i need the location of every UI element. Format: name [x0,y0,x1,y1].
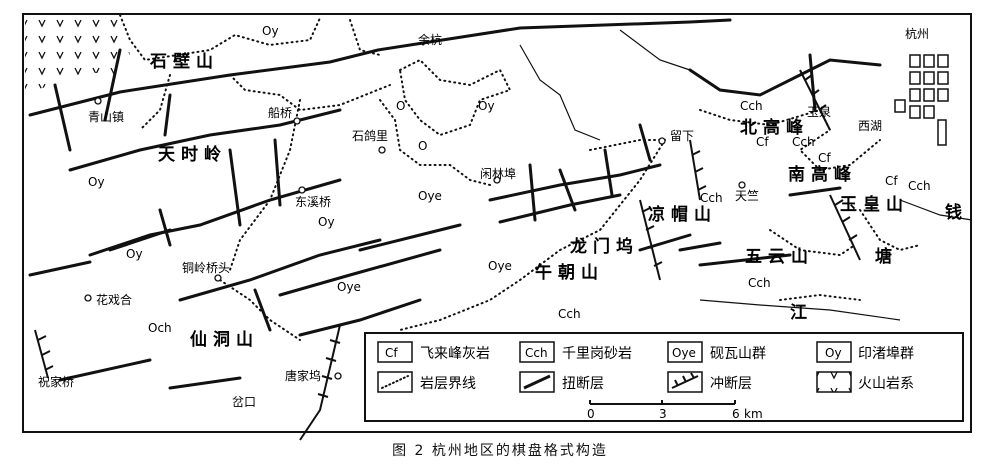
mountain-xiandongshan: 仙洞山 [190,329,259,350]
legend-volcanic-label: 火山岩系 [858,376,914,392]
mountain-longmenwu: 龙门坞 [569,236,639,257]
unit-oy-5: Oy [478,99,495,113]
unit-cch-1: Cch [558,307,581,321]
volcanic-area [25,15,130,92]
unit-cf-1: Cf [756,135,769,149]
place-dongxiqiao: 东溪桥 [295,195,331,209]
unit-oye-1: Oye [418,189,442,203]
scale-tick-6: 6 [732,407,740,421]
river-lines [519,29,973,321]
unit-cch-6: Cch [908,179,931,193]
mountain-nangaofeng: 南高峰 [788,164,857,185]
thrust-faults [34,69,861,441]
scale-tick-3: 3 [659,407,667,421]
place-shigeli: 石鸽里 [352,128,388,143]
map-frame [22,13,972,433]
legend-cch-label: 千里岗砂岩 [562,346,632,362]
scale-unit: km [744,407,763,421]
place-tangjiawu: 唐家坞 [285,368,321,383]
legend-oy-code: Oy [825,346,842,360]
unit-cf-3: Cf [885,174,898,188]
unit-oy-3: Oy [318,215,335,229]
legend-boundary-label: 岩层界线 [420,376,476,392]
mountain-beigaofeng: 北高峰 [740,117,809,138]
place-chakou: 岔口 [232,395,256,409]
mountain-tianshiling: 天时岭 [158,144,227,165]
mountain-yuhuangshan: 玉皇山 [840,194,909,215]
place-tonglingqiaotou: 铜岭桥头 [182,260,230,275]
city-blocks [894,54,949,146]
place-tianzhu: 天竺 [735,188,759,203]
figure-caption: 图 2 杭州地区的棋盘格式构造 [392,443,608,459]
place-chuanqiao: 船桥 [268,106,292,120]
unit-och: Och [148,321,172,335]
wrench-faults [28,18,882,390]
legend-wrench-label: 扭断层 [562,376,604,392]
place-zhujiaqiao: 祝家桥 [38,374,74,389]
legend-thrust-label: 冲断层 [710,376,752,392]
strata-boundaries [119,14,921,341]
legend-cch-code: Cch [525,346,548,360]
place-hangzhou: 杭州 [905,26,929,41]
place-qingshanzhen: 青山镇 [88,110,124,124]
legend-box [364,332,964,422]
unit-cch-5: Cch [792,135,815,149]
scale-tick-0: 0 [587,407,595,421]
unit-cf-2: Cf [818,151,831,165]
unit-oy-1: Oy [262,24,279,38]
legend-oy-label: 印渚埠群 [858,345,914,362]
unit-cch-4: Cch [740,99,763,113]
mountain-wuchaoshan: 午朝山 [535,262,604,283]
mountain-shibishan: 石壁山 [149,51,219,72]
mountain-wuyunshan: 五云山 [745,247,814,267]
unit-cch-2: Cch [700,191,723,205]
unit-oye-3: Oye [337,280,361,294]
unit-cch-3: Cch [748,276,771,290]
legend-oye-code: Oye [672,346,696,360]
legend-cf-code: Cf [385,346,398,360]
legend-oye-label: 砚瓦山群 [710,346,766,362]
mountain-liangmaoshan: 凉帽山 [648,204,717,225]
place-xihu: 西湖 [858,118,882,133]
place-yuquan: 玉泉 [807,105,831,119]
place-xianlinbu: 闲林埠 [480,167,516,181]
unit-o-1: O [396,99,405,113]
place-liuxia: 留下 [670,129,694,143]
place-yuhang: 余杭 [418,32,442,47]
unit-oy-4: Oy [126,247,143,261]
river-char-jiang: 江 [790,303,813,323]
place-markers [84,97,746,380]
river-char-qian: 钱 [945,202,968,223]
unit-oye-2: Oye [488,259,512,273]
unit-oy-2: Oy [88,175,105,189]
place-huaxihe: 花戏合 [96,292,132,307]
legend-cf-label: 飞来峰灰岩 [420,346,490,362]
river-char-tang: 塘 [875,246,898,267]
unit-o-2: O [418,139,427,153]
